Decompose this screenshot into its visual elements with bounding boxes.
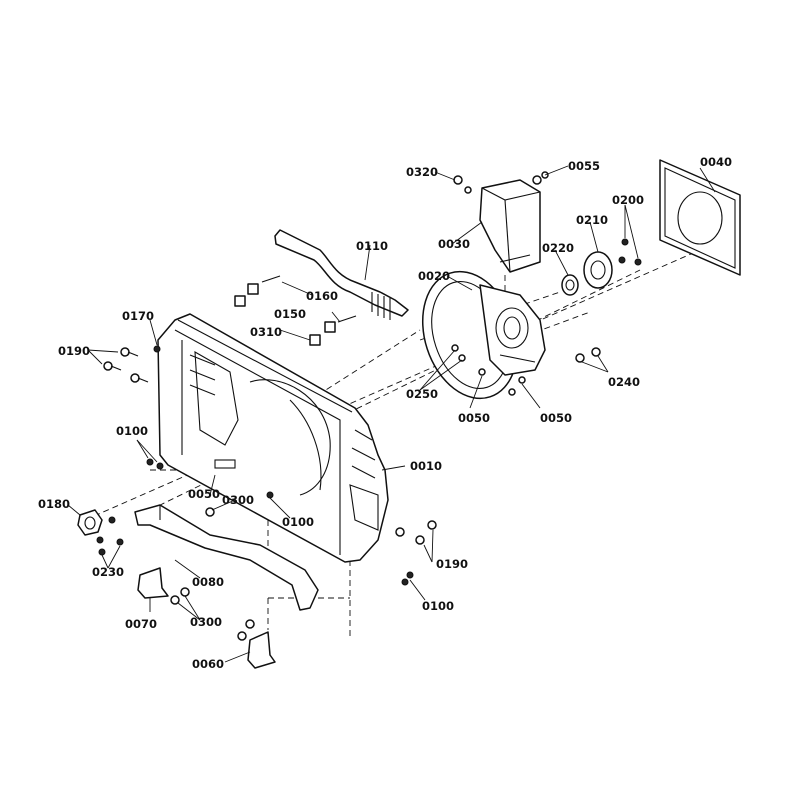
callout-0200: 0200 bbox=[612, 193, 644, 207]
callout-0100-left: 0100 bbox=[116, 424, 148, 438]
callout-0300-mid: 0300 bbox=[222, 493, 254, 507]
callout-0230: 0230 bbox=[92, 565, 124, 579]
callout-0030: 0030 bbox=[438, 237, 470, 251]
callout-0190-right: 0190 bbox=[436, 557, 468, 571]
callout-0080: 0080 bbox=[192, 575, 224, 589]
callout-0190-left: 0190 bbox=[58, 344, 90, 358]
callout-0050-mid: 0050 bbox=[458, 411, 490, 425]
deflector-rod bbox=[274, 229, 409, 320]
skid-bracket bbox=[134, 504, 319, 611]
callout-0180: 0180 bbox=[38, 497, 70, 511]
callout-0050-left: 0050 bbox=[188, 487, 220, 501]
callout-0110: 0110 bbox=[356, 239, 388, 253]
callout-0320: 0320 bbox=[406, 165, 438, 179]
impeller-housing bbox=[421, 270, 546, 400]
mounting-plate bbox=[659, 159, 741, 276]
callout-0060: 0060 bbox=[192, 657, 224, 671]
callout-0100-mid: 0100 bbox=[282, 515, 314, 529]
flange-and-bearing bbox=[561, 251, 613, 296]
leader-lines bbox=[67, 165, 716, 663]
callout-0160: 0160 bbox=[306, 289, 338, 303]
callout-0040: 0040 bbox=[700, 155, 732, 169]
main-housing bbox=[157, 313, 389, 563]
hardware bbox=[96, 171, 642, 641]
callout-0150: 0150 bbox=[274, 307, 306, 321]
chute-base bbox=[479, 179, 541, 273]
callout-0010: 0010 bbox=[410, 459, 442, 473]
callout-0310: 0310 bbox=[250, 325, 282, 339]
callout-0220: 0220 bbox=[542, 241, 574, 255]
callout-0070: 0070 bbox=[125, 617, 157, 631]
callout-0055: 0055 bbox=[568, 159, 600, 173]
skid-shoes bbox=[137, 567, 276, 669]
callout-labels: 0010 0020 0030 0040 0050 0050 0050 0055 … bbox=[38, 155, 732, 671]
callout-0020: 0020 bbox=[418, 269, 450, 283]
callout-0300-bottom: 0300 bbox=[190, 615, 222, 629]
callout-0250: 0250 bbox=[406, 387, 438, 401]
callout-0170: 0170 bbox=[122, 309, 154, 323]
callout-0210: 0210 bbox=[576, 213, 608, 227]
bearing-flange bbox=[77, 509, 103, 536]
callout-0240: 0240 bbox=[608, 375, 640, 389]
callout-0050-right: 0050 bbox=[540, 411, 572, 425]
callout-0100-right: 0100 bbox=[422, 599, 454, 613]
